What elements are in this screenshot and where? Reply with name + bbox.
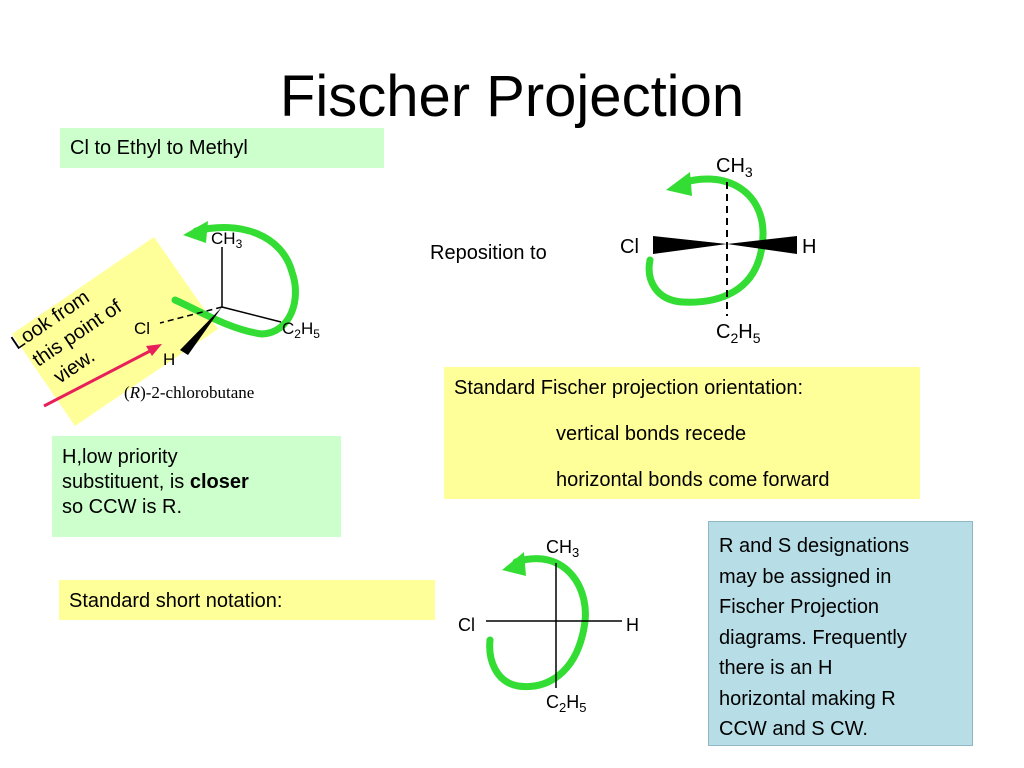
low-priority-line-1: H,low priority [62,446,178,468]
bond-to-c2h5 [221,306,282,323]
rs-line-1: R and S designations [719,535,910,557]
short-notation-text: Standard short notation: [69,590,283,612]
slide-title: Fischer Projection [279,64,745,129]
wedge-to-h [727,236,797,254]
low-priority-line-3: so CCW is R. [62,496,182,518]
label-c2h5-2: C2H5 [716,321,761,346]
perspective-molecule: CH3 C2H5 Cl H (R)-2-chlorobutane [124,221,320,402]
label-cl-2: Cl [620,236,639,258]
green-rotation-arrow-2 [645,175,767,306]
label-ch3-2: CH3 [716,155,753,180]
reposition-label: Reposition to [430,242,547,264]
low-priority-line-2-pre: substituent, is [62,471,190,493]
low-priority-line-2: substituent, is closer [62,470,331,495]
viewpoint-pointer [43,348,153,408]
label-c2h5-3: C2H5 [546,692,586,715]
closer-emphasis: closer [189,471,249,493]
std-vertical-text: vertical bonds recede [556,423,747,445]
std-horizontal-text: horizontal bonds come forward [556,469,830,491]
label-ch3-1: CH3 [211,229,243,251]
label-h-3: H [626,615,639,635]
standard-orientation-box: Standard Fischer projection orientation:… [444,367,920,499]
wedge-to-cl [653,236,727,254]
rs-line-4: diagrams. Frequently [719,626,907,649]
green-arrow-head-1 [183,221,208,243]
label-h-2: H [802,236,816,258]
green-rotation-arrow-3 [486,555,589,691]
short-fischer-molecule: CH3 Cl H C2H5 [458,537,639,715]
low-priority-box: H,low priority substituent, is closer so… [52,436,341,537]
viewpoint-pointer-head [146,344,162,356]
label-ch3-3: CH3 [546,537,579,560]
rs-line-3: Fischer Projection [719,596,880,618]
green-rotation-arrow-1 [171,224,299,338]
label-h-1: H [163,350,175,369]
molecule-name: (R)-2-chlorobutane [124,383,254,402]
priority-order-text: Cl to Ethyl to Methyl [70,137,248,159]
rs-line-5: there is an H [719,657,833,679]
short-notation-box: Standard short notation: [59,580,435,620]
green-arrow-head-3 [502,552,526,576]
wedge-fischer-molecule: CH3 Cl H C2H5 [620,155,816,346]
label-cl-3: Cl [458,615,475,635]
rs-line-7: CCW and S CW. [719,718,868,740]
wedge-bond-to-h [180,307,222,355]
std-orientation-title: Standard Fischer projection orientation: [454,377,804,399]
green-arrow-head-2 [666,172,692,196]
rs-line-6: horizontal making R [719,687,896,710]
look-note-background [12,237,218,426]
rs-line-2: may be assigned in [719,565,892,588]
label-cl-1: Cl [134,319,150,338]
dashed-bond-to-cl [159,306,223,324]
label-c2h5-1: C2H5 [282,319,320,341]
rs-designation-box: R and S designations may be assigned in … [708,521,973,746]
priority-order-box: Cl to Ethyl to Methyl [60,128,384,168]
